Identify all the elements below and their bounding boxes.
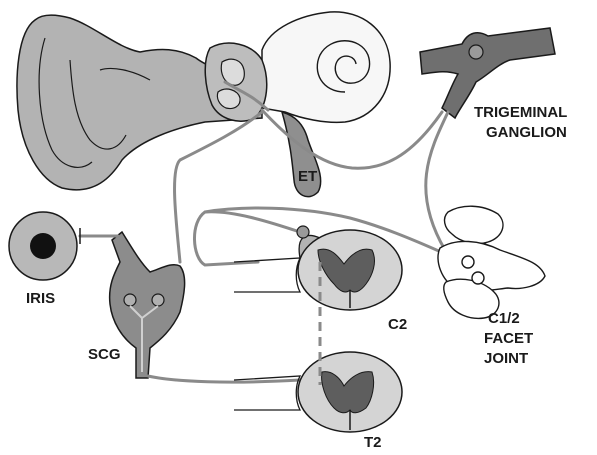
superior-cervical-ganglion — [110, 232, 185, 378]
label-iris: IRIS — [26, 290, 55, 308]
label-facet-line2: FACET — [484, 330, 533, 348]
label-et: ET — [298, 168, 317, 186]
c1-c2-facet-joint — [438, 206, 545, 318]
label-trigeminal-line1: TRIGEMINAL — [474, 104, 567, 122]
label-facet-line3: JOINT — [484, 350, 528, 368]
label-c2: C2 — [388, 316, 407, 334]
label-t2: T2 — [364, 434, 382, 452]
cochlea — [262, 12, 390, 123]
middle-ear — [205, 43, 267, 121]
label-scg: SCG — [88, 346, 121, 364]
iris-eye — [9, 212, 77, 280]
spinal-cord-c2 — [234, 226, 402, 310]
label-trigeminal-line2: GANGLION — [486, 124, 567, 142]
spinal-cord-t2 — [234, 352, 402, 432]
label-facet-line1: C1/2 — [488, 310, 520, 328]
